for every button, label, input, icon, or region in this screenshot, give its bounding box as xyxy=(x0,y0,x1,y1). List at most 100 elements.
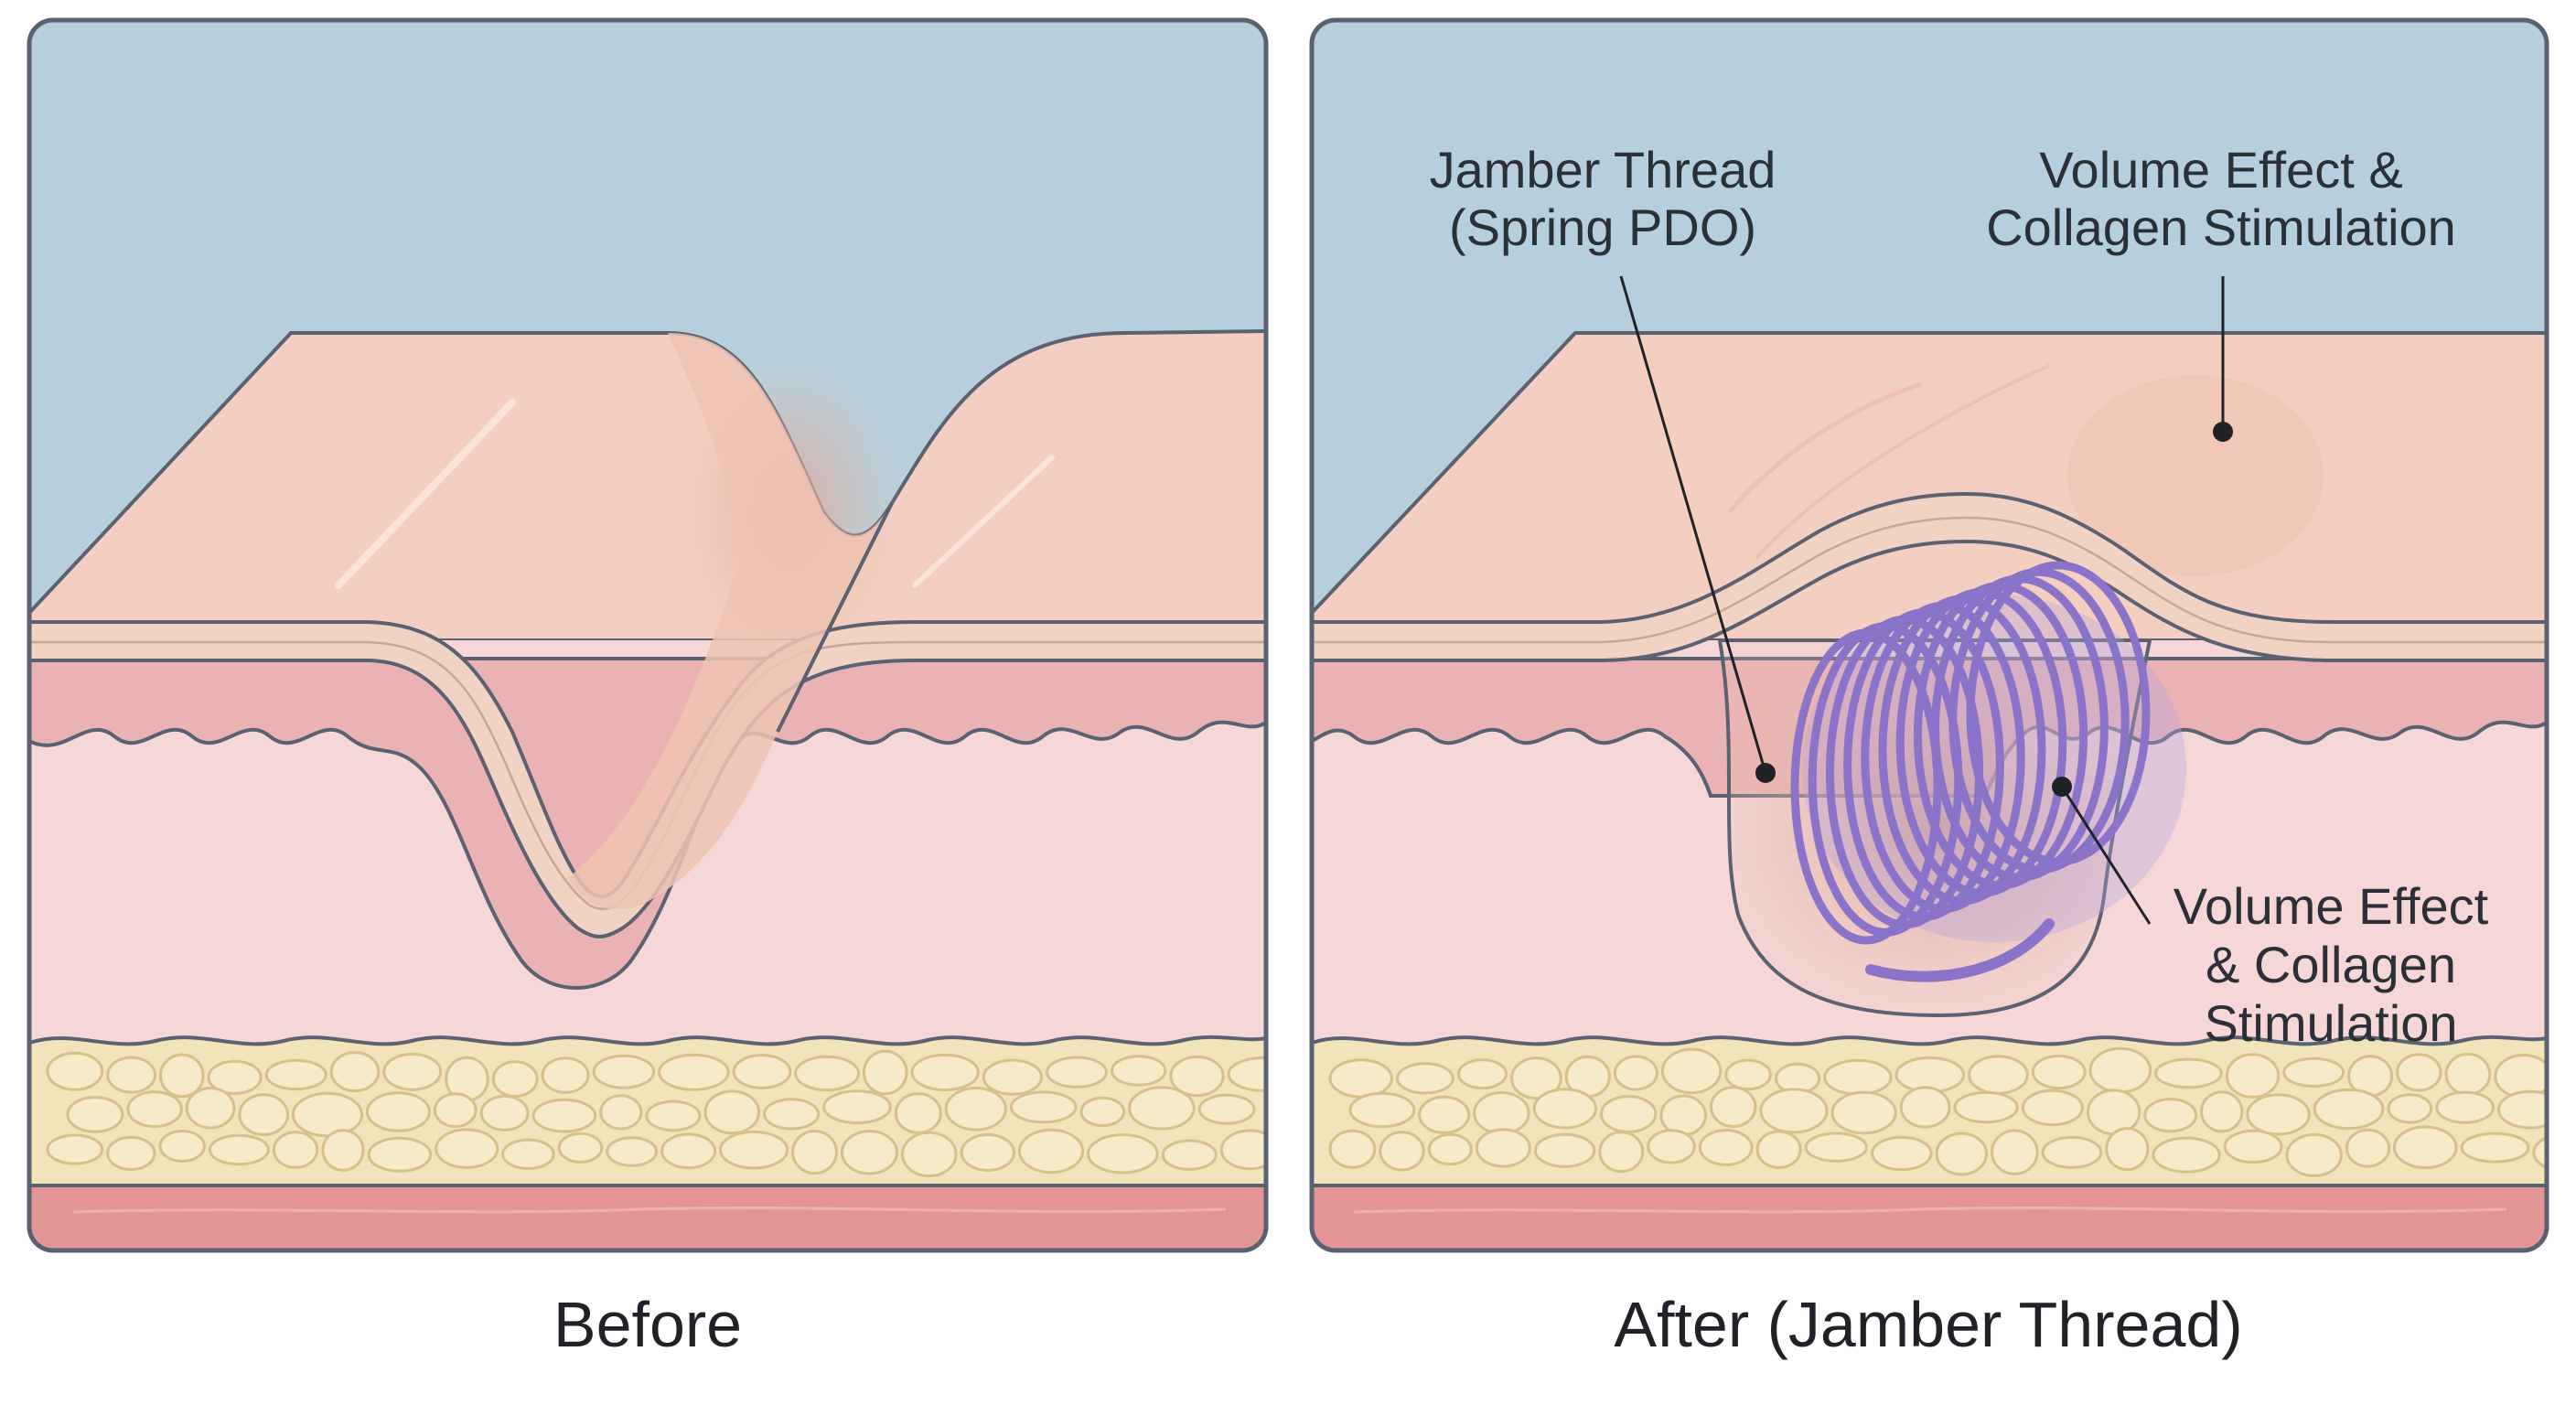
fat-cell xyxy=(1227,1056,1266,1092)
crease-fold xyxy=(567,333,892,909)
callout-dot xyxy=(2213,422,2233,442)
fat-cell xyxy=(2444,1052,2492,1096)
callout-surface-line-1: Volume Effect & xyxy=(2039,141,2402,198)
fat-cell xyxy=(1613,1055,1658,1091)
fat-cell xyxy=(501,1138,555,1171)
callout-surface-effect: Volume Effect & Collagen Stimulation xyxy=(1986,141,2456,442)
callout-leader-line xyxy=(1619,275,1767,774)
fat-cell xyxy=(2088,1046,2152,1094)
fat-cell xyxy=(491,1060,539,1099)
fat-cell xyxy=(46,1051,104,1091)
fat-cell xyxy=(1598,1131,1645,1174)
fat-cell xyxy=(106,1135,156,1172)
fat-cell xyxy=(329,1051,381,1093)
fat-cell xyxy=(2460,1132,2530,1164)
fat-cell xyxy=(841,1130,898,1175)
before-panel-frame xyxy=(27,17,1269,1253)
fat-cell xyxy=(1899,1086,1951,1129)
fat-cell xyxy=(1698,1129,1754,1166)
fat-cell xyxy=(944,1087,1007,1132)
callout-deep-line-1: Volume Effect xyxy=(2174,877,2489,935)
fat-cell xyxy=(2223,1129,2283,1164)
fat-cell xyxy=(1017,1128,1085,1174)
fat-cell xyxy=(2031,1054,2087,1090)
fat-cell xyxy=(1379,1131,1425,1172)
fat-cell xyxy=(46,1133,104,1165)
skin-highlight xyxy=(1755,364,2050,560)
fat-cell xyxy=(2393,1125,2458,1170)
fat-cell xyxy=(763,1098,821,1131)
fat-cell xyxy=(1710,1086,1757,1128)
callout-dot xyxy=(1755,763,1776,783)
fat-cell xyxy=(719,1130,789,1170)
muscle-layer xyxy=(1312,1184,2547,1250)
muscle-fiber xyxy=(1353,1206,2507,1214)
muscle-layer xyxy=(29,1184,1266,1250)
fat-cells xyxy=(46,1049,1266,1178)
fat-cell xyxy=(1953,1090,2019,1124)
fat-cell xyxy=(541,1056,590,1094)
fat-cell xyxy=(1009,1090,1078,1124)
fat-cell xyxy=(208,1133,270,1166)
fat-cell xyxy=(794,1055,860,1092)
fat-cell xyxy=(557,1132,604,1164)
callout-deep-line-2: & Collagen xyxy=(2206,936,2456,993)
fat-cell xyxy=(292,1091,363,1138)
fat-cell xyxy=(2435,1090,2496,1124)
fat-cell xyxy=(703,1089,761,1135)
fat-cell xyxy=(531,1098,597,1133)
callout-surface-line-2: Collagen Stimulation xyxy=(1986,198,2456,256)
callout-thread: Jamber Thread (Spring PDO) xyxy=(1430,141,1776,783)
fat-cell xyxy=(158,1130,206,1163)
skin-highlight xyxy=(1727,381,1922,514)
fat-cell xyxy=(1219,1129,1266,1171)
fat-cell xyxy=(982,1058,1044,1096)
fat-cell xyxy=(910,1053,980,1092)
skin-highlight xyxy=(335,399,516,589)
fat-cell xyxy=(1724,1058,1772,1091)
fat-cell xyxy=(1418,1095,1471,1135)
fat-cell xyxy=(321,1129,365,1172)
fat-cell xyxy=(2086,1089,2141,1136)
spring-pdo-thread xyxy=(1790,561,2186,982)
fat-cell xyxy=(1128,1086,1196,1131)
fat-cell xyxy=(1348,1091,1416,1129)
fat-cell xyxy=(2225,1053,2281,1099)
fat-cell xyxy=(599,1094,643,1131)
before-panel xyxy=(29,20,1266,1250)
fat-cell xyxy=(126,1090,183,1129)
fat-cell xyxy=(2282,1056,2345,1089)
fat-cell xyxy=(1161,1139,1218,1171)
fat-cell xyxy=(1197,1093,1256,1125)
fat-cell xyxy=(2497,1089,2547,1130)
fat-cell xyxy=(645,1099,702,1132)
fat-cell xyxy=(1079,1096,1126,1128)
fat-cell xyxy=(185,1087,236,1130)
fat-cell xyxy=(1991,1129,2039,1175)
crease-outline xyxy=(776,502,894,733)
fat-cell xyxy=(2021,1089,2084,1127)
fat-cell xyxy=(1871,1135,1933,1172)
fat-cell xyxy=(1755,1130,1802,1169)
fat-cell xyxy=(2345,1128,2391,1168)
fat-cell xyxy=(822,1089,892,1125)
fat-cell xyxy=(2396,1053,2442,1092)
thread-coil xyxy=(1966,561,2151,866)
fat-cell xyxy=(382,1052,443,1091)
fat-cell xyxy=(2105,1127,2150,1172)
fat-cell xyxy=(1427,1132,1473,1166)
fat-cell xyxy=(791,1130,838,1175)
fat-cell xyxy=(2143,1098,2198,1133)
after-panel xyxy=(1312,20,2547,1250)
volume-glow xyxy=(2067,375,2324,576)
fat-cell xyxy=(2246,1093,2311,1136)
fat-cell xyxy=(1087,1133,1159,1174)
fat-cell xyxy=(2285,1132,2343,1177)
skin-highlight xyxy=(912,455,1055,588)
callout-deep-line-3: Stimulation xyxy=(2204,994,2457,1052)
fat-cell xyxy=(2154,1057,2223,1089)
fat-cell xyxy=(1046,1056,1108,1089)
thread-tail xyxy=(1865,918,2055,982)
fat-cell xyxy=(1475,1128,1531,1168)
